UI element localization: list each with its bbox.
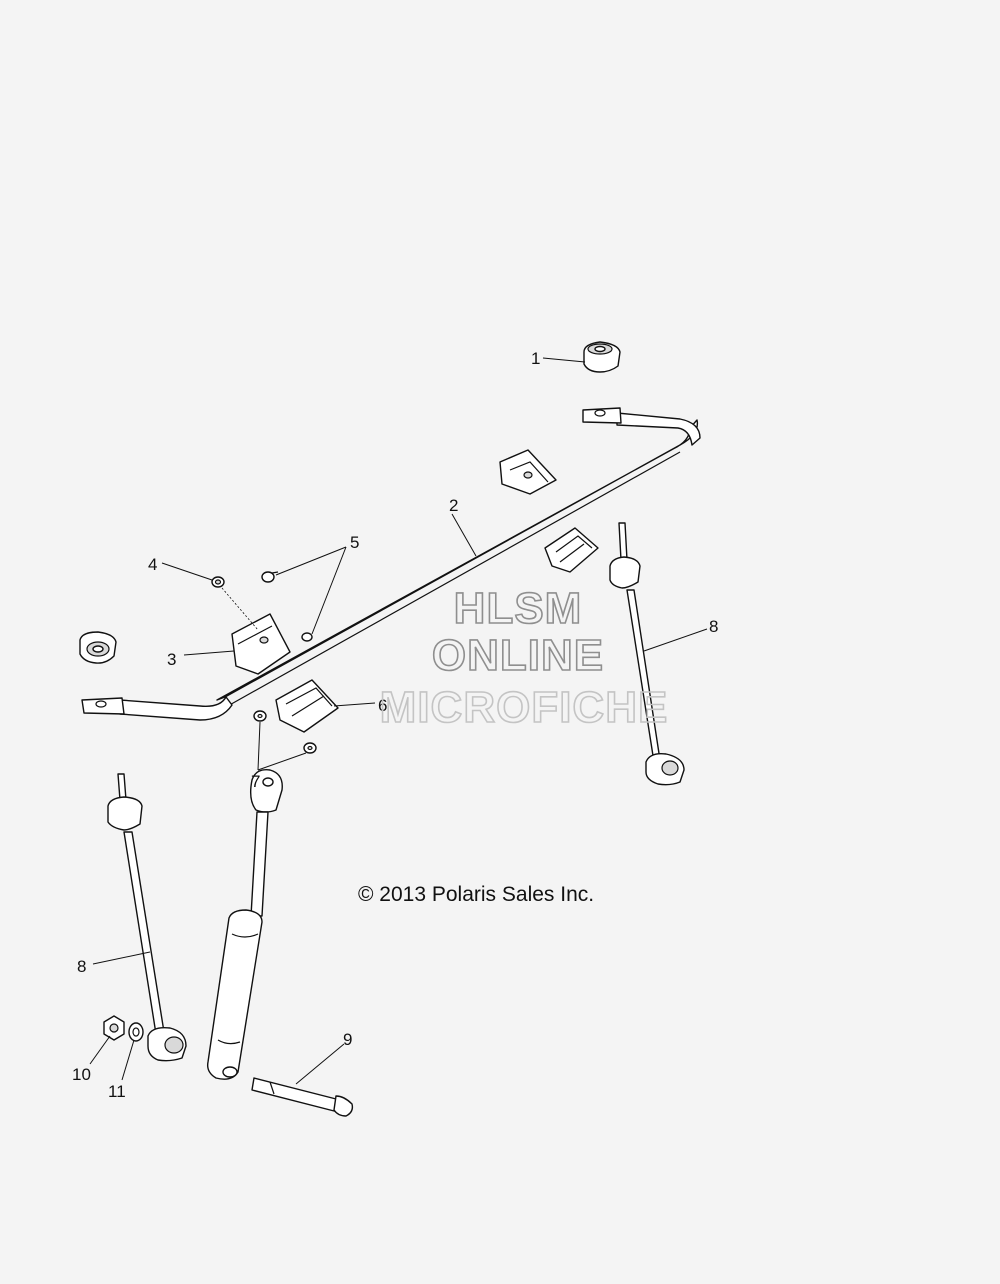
bolt-part-5b xyxy=(301,632,313,642)
bushing-part-1 xyxy=(583,341,621,373)
clamp-part-6 xyxy=(275,679,339,733)
link-part-8-left xyxy=(107,773,187,1062)
stabilizer-bar xyxy=(81,407,701,721)
nut-part-4 xyxy=(211,576,259,631)
callout-5: 5 xyxy=(350,533,359,552)
bracket-top xyxy=(499,449,557,495)
callout-3: 3 xyxy=(167,650,176,669)
callout-1: 1 xyxy=(531,349,540,368)
bushing-left xyxy=(79,631,117,664)
nut-part-10 xyxy=(103,1015,125,1041)
washer-part-7a xyxy=(253,710,267,722)
shock-absorber xyxy=(206,769,283,1080)
callout-6: 6 xyxy=(378,696,387,715)
watermark: HLSM ONLINE MICROFICHE xyxy=(379,583,669,733)
watermark-line-2: ONLINE xyxy=(432,631,604,680)
clamp-upper xyxy=(544,527,599,573)
callout-8-left: 8 xyxy=(77,957,86,976)
callout-10: 10 xyxy=(72,1065,91,1084)
callout-2: 2 xyxy=(449,496,458,515)
washer-part-7b xyxy=(303,742,317,754)
washer-part-11 xyxy=(128,1022,144,1042)
callout-8-right: 8 xyxy=(709,617,718,636)
leader-lines xyxy=(89,357,708,1085)
callout-4: 4 xyxy=(148,555,157,574)
callout-7: 7 xyxy=(251,772,260,791)
bolt-part-9 xyxy=(251,1077,354,1117)
callout-labels: 1 2 3 4 5 6 7 8 8 9 10 11 xyxy=(72,349,718,1101)
callout-9: 9 xyxy=(343,1030,352,1049)
copyright-text: © 2013 Polaris Sales Inc. xyxy=(358,883,594,906)
link-part-8-right xyxy=(609,522,685,786)
watermark-line-1: HLSM xyxy=(454,584,583,633)
watermark-line-3: MICROFICHE xyxy=(380,683,669,732)
callout-11: 11 xyxy=(108,1082,126,1101)
bolt-part-5a xyxy=(261,571,279,583)
bracket-part-3 xyxy=(231,613,291,675)
